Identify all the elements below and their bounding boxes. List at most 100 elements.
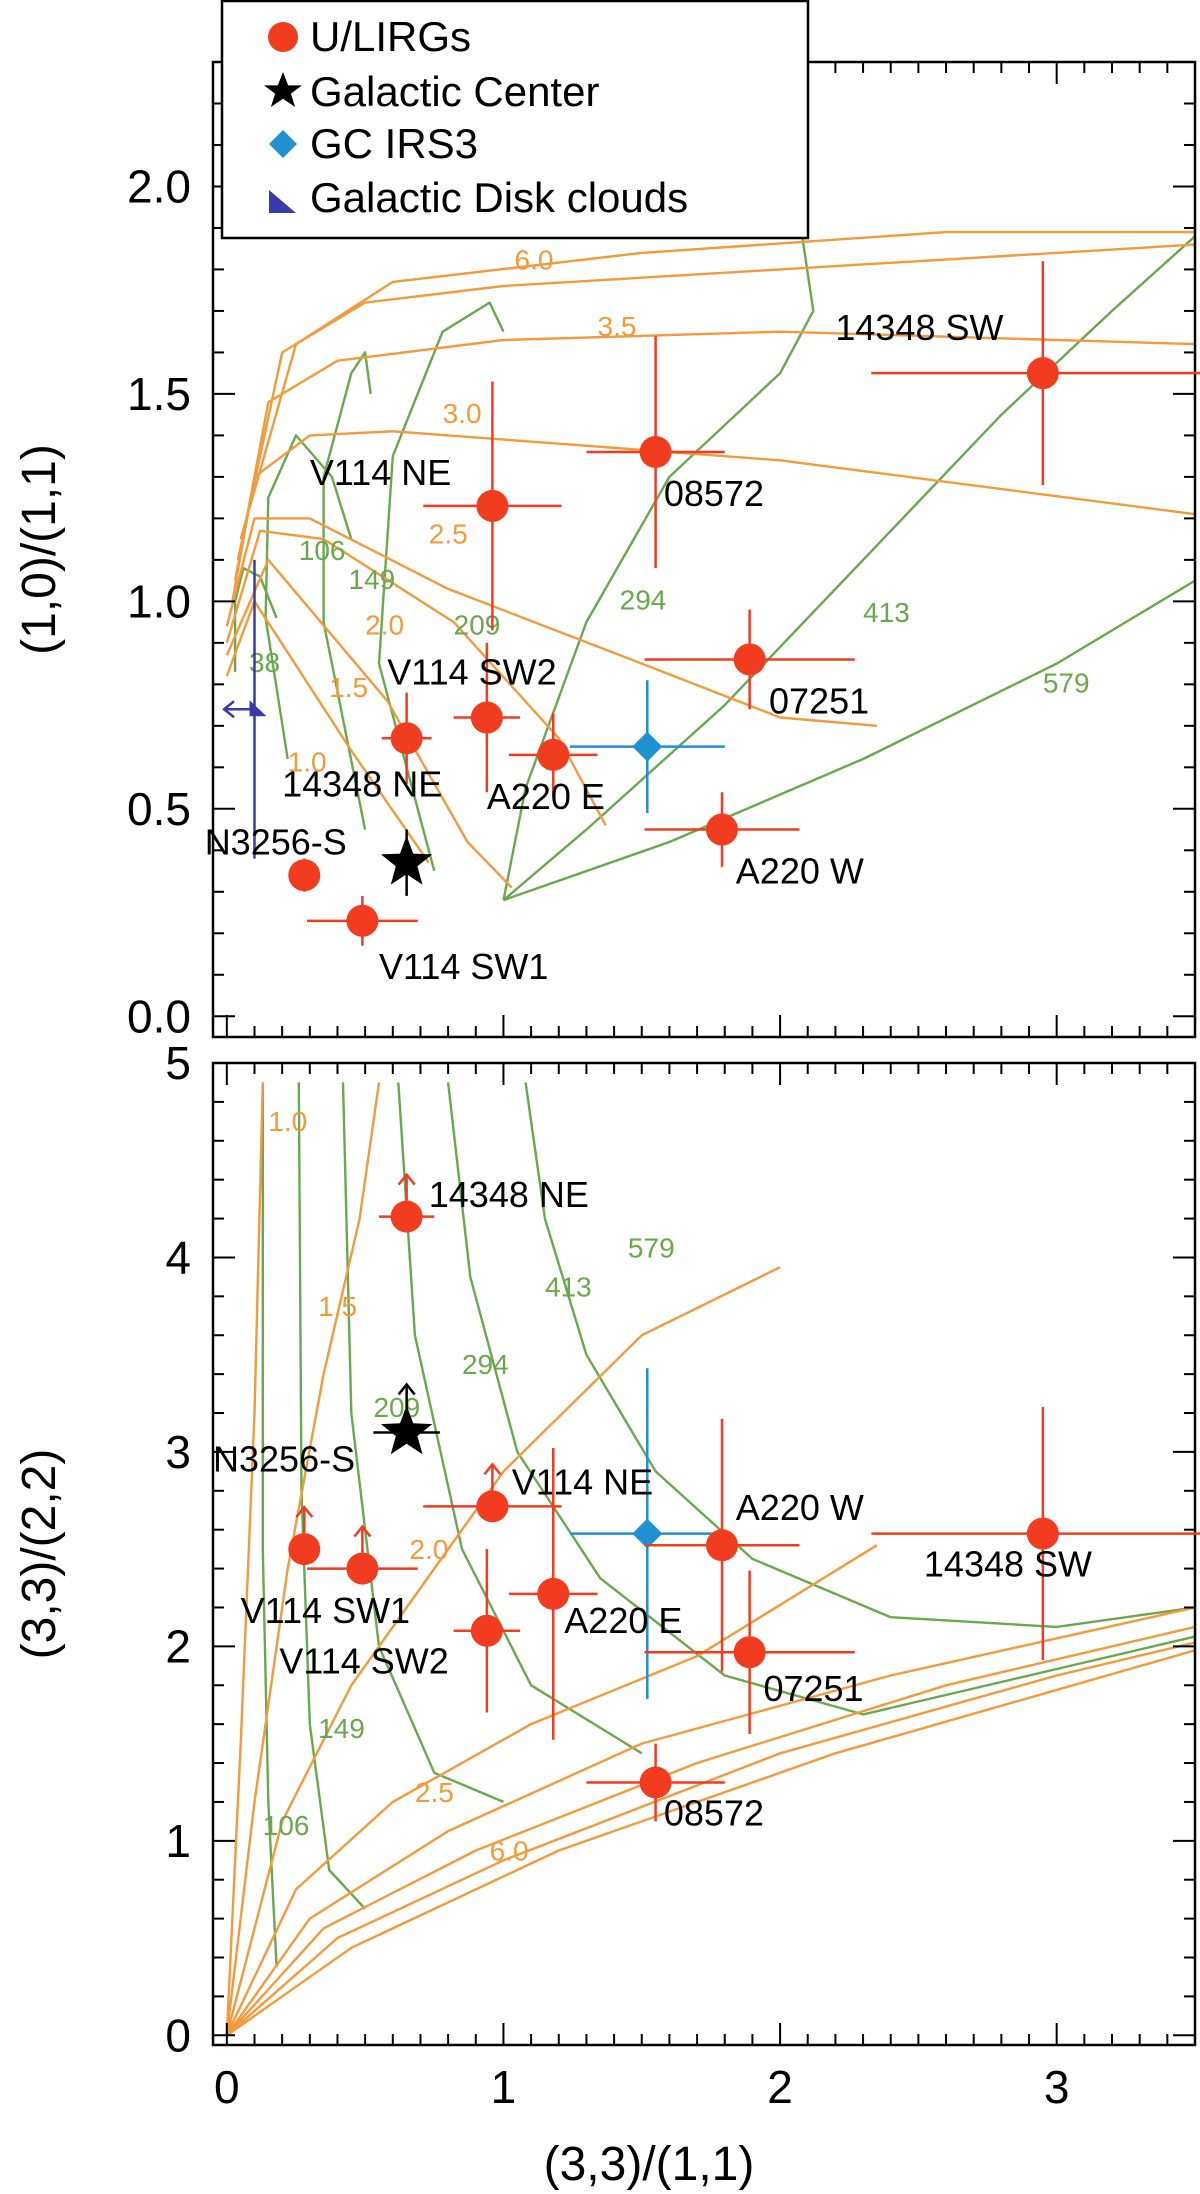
ulirg-point-label: N3256-S [213,1438,355,1479]
ulirg-point-label: 07251 [763,1668,863,1709]
galactic-center-lower-limit-arrow-head [397,1382,416,1396]
y-tick-label: 0.5 [127,783,191,835]
legend-box [220,0,810,240]
temperature-curve-label: 106 [299,535,346,566]
ulirg-point: A220 E [487,713,605,817]
bottom-plot-frame [211,1061,1197,2047]
ulirg-marker [476,489,509,522]
ulirg-point: V114 NE [310,381,562,631]
density-curve [225,1544,878,2036]
ulirg-marker [476,1490,509,1523]
x-tick-label: 0 [214,2061,240,2113]
ulirg-marker [537,738,570,771]
density-curve [225,1082,381,2036]
ulirg-point-label: 14348 NE [282,763,442,804]
ulirg-point-label: V114 NE [310,452,451,493]
ulirg-point: 07251 [644,1570,864,1734]
ulirg-point-label: A220 W [736,850,864,891]
y-tick-label: 0.0 [127,990,191,1042]
ulirg-point: 14348 NE [378,1172,589,1233]
temperature-curve [261,1082,278,1968]
temperature-curve [524,1082,1195,1629]
temperature-curve [502,235,1195,902]
density-curve [225,1082,264,2036]
temperature-curve [503,579,1195,902]
ulirg-point-label: V114 SW2 [387,651,556,692]
ulirg-point: N3256-S [205,821,347,892]
ulirg-marker [470,701,503,734]
density-curve [226,1641,1195,2037]
temperature-curve [502,236,815,901]
legend-star-marker [264,72,302,107]
temperature-curve [377,301,505,872]
ulirg-marker [390,722,423,755]
ulirg-point: A220 W [644,792,864,891]
legend: U/LIRGs Galactic Center GC IRS3 Galactic… [220,0,810,240]
density-curve-label: 3.0 [443,398,482,429]
ulirg-point: 14348 SW [871,1407,1200,1660]
density-curve [239,230,1195,540]
ulirg-point-label: 08572 [664,1792,764,1833]
temperature-curve-label: 579 [628,1232,675,1263]
temperature-curve [297,1082,366,1910]
ulirg-point: 14348 NE [282,692,442,804]
ulirg-marker [705,1529,738,1562]
ulirg-marker [346,904,379,937]
ulirg-point-label: A220 E [564,1600,682,1641]
ulirg-marker [346,1552,379,1585]
ulirg-marker [1026,357,1059,390]
y-tick-label: 1.5 [127,368,191,420]
ulirg-point-label: V114 SW1 [241,1590,410,1631]
density-curve-label: 2.5 [415,1777,454,1808]
legend-triangle-marker [269,190,296,213]
density-curve [225,1266,781,2036]
ulirg-point: V114 SW1 [241,1524,418,1631]
ulirg-point: 07251 [644,609,869,721]
density-curve-label: 6.0 [515,244,554,275]
density-curve [225,1625,1195,2037]
x-axis-label: (3,3)/(1,1) [544,2138,755,2191]
ulirg-lower-limit-arrow-head [295,1505,314,1518]
density-curve-label: 3.5 [598,311,637,342]
ulirg-lower-limit-arrow-head [353,1524,372,1538]
density-curve-label: 6.0 [490,1835,529,1866]
ulirg-marker [639,436,672,468]
gc-irs3-marker [632,1518,663,1549]
density-curve-label: 2.5 [429,518,468,549]
temperature-curve-label: 149 [318,1713,365,1744]
legend-label-galactic-center: Galactic Center [310,68,599,115]
ulirg-marker [733,643,766,676]
y-tick-label: 2.0 [127,160,191,212]
density-curve [233,330,1195,581]
ulirg-point-label: A220 W [736,1487,864,1528]
temperature-curve-label: 106 [263,1810,310,1841]
legend-item-galactic-disk-clouds: Galactic Disk clouds [269,174,688,221]
temperature-curve [264,434,353,760]
ulirg-point-label: V114 SW1 [379,946,548,987]
x-tick-label: 1 [491,2061,517,2113]
legend-label-ulirgs: U/LIRGs [310,13,471,60]
ulirg-point: V114 SW1 [307,895,548,987]
top-model-grid [225,230,1195,902]
y-tick-label: 5 [165,1037,191,1089]
ulirg-marker [288,859,321,892]
ulirg-point-label: 14348 NE [429,1174,589,1215]
y-tick-label: 4 [165,1231,191,1283]
ulirg-marker [390,1200,423,1233]
density-curve-label: 1.0 [288,746,327,777]
x-tick-label: 2 [767,2061,793,2113]
ulirg-marker [705,813,738,846]
density-curve [226,1649,1195,2037]
disk-cloud-marker [249,700,267,717]
ulirg-point: 08572 [586,1743,764,1833]
legend-item-ulirgs: U/LIRGs [268,13,471,60]
density-curve [236,243,1195,561]
temperature-curve-label: 579 [1043,668,1090,699]
ulirg-point-label: 14348 SW [924,1543,1092,1584]
ulirg-point: V114 SW2 [387,642,557,793]
ulirg-point: 14348 SW [835,261,1200,486]
ulirg-marker [537,1577,570,1610]
